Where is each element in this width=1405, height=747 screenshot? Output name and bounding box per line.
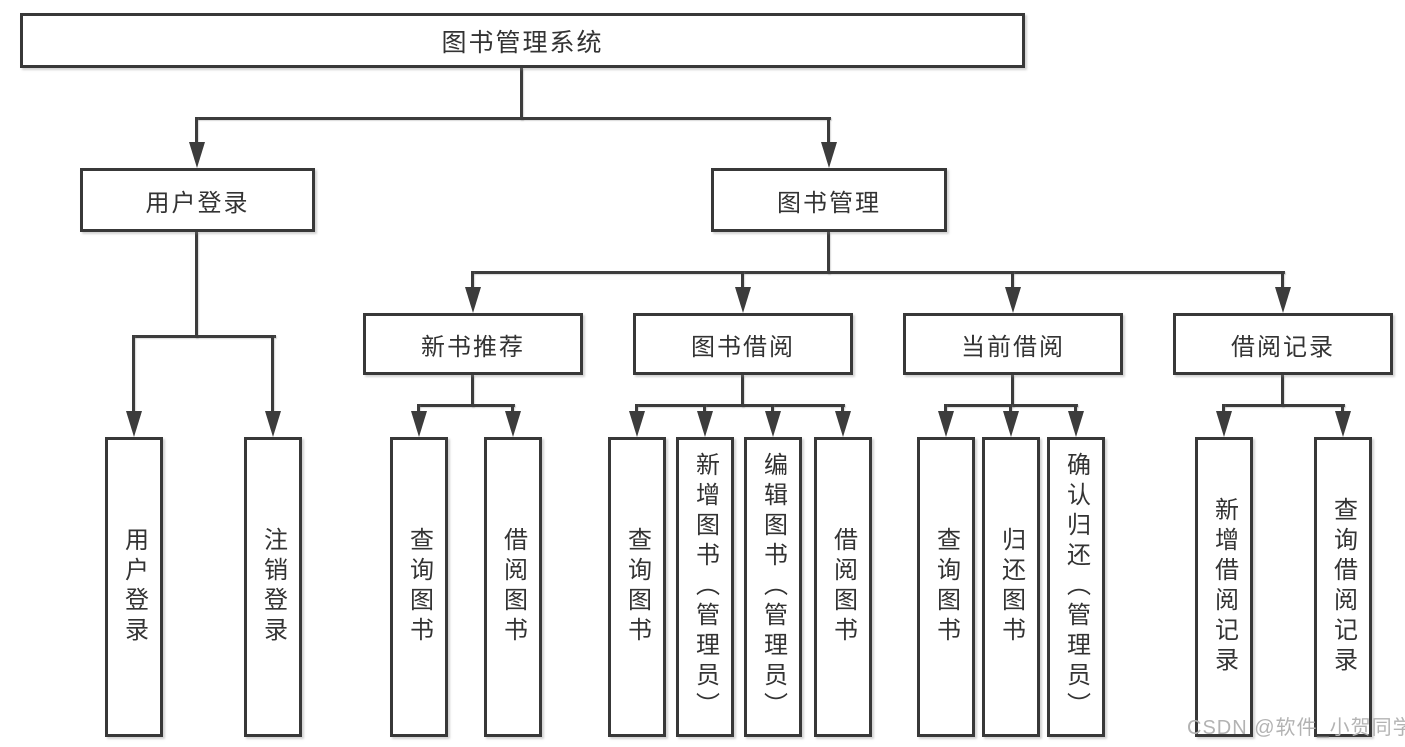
node-current-borrowing: 当前借阅: [903, 313, 1123, 375]
connector-line: [741, 271, 744, 291]
arrow-down-icon: [1005, 287, 1021, 313]
arrow-down-icon: [765, 411, 781, 437]
arrow-down-icon: [465, 287, 481, 313]
arrow-down-icon: [938, 411, 954, 437]
connector-line: [944, 404, 947, 414]
connector-line: [1281, 375, 1284, 407]
node-leaf-return-book: 归还图书: [982, 437, 1040, 737]
arrow-down-icon: [505, 411, 521, 437]
arrow-down-icon: [735, 287, 751, 313]
node-leaf-borrow-books: 借阅图书: [814, 437, 872, 737]
connector-line: [741, 375, 744, 407]
arrow-down-icon: [126, 411, 142, 437]
node-book-management: 图书管理: [711, 168, 947, 232]
node-leaf-current-query-books: 查询图书: [917, 437, 975, 737]
arrow-down-icon: [189, 142, 205, 168]
arrow-down-icon: [1216, 411, 1232, 437]
node-leaf-newrec-borrow-books: 借阅图书: [484, 437, 542, 737]
arrow-down-icon: [1068, 411, 1084, 437]
connector-line: [635, 404, 845, 407]
connector-line: [195, 232, 198, 338]
connector-line: [1011, 271, 1014, 291]
connector-line: [1341, 404, 1344, 414]
connector-line: [511, 404, 514, 414]
arrow-down-icon: [1003, 411, 1019, 437]
node-user-login: 用户登录: [80, 168, 315, 232]
connector-line: [471, 271, 474, 291]
csdn-watermark: CSDN @软件_小贺同学: [1187, 717, 1405, 739]
node-borrowing-records: 借阅记录: [1173, 313, 1393, 375]
arrow-down-icon: [1335, 411, 1351, 437]
connector-line: [417, 404, 420, 414]
connector-line: [1222, 404, 1225, 414]
arrow-down-icon: [265, 411, 281, 437]
connector-line: [827, 232, 830, 274]
node-library-management-system: 图书管理系统: [20, 13, 1025, 68]
connector-line: [703, 404, 706, 414]
node-leaf-confirm-return-admin: 确认归还（管理员）: [1047, 437, 1105, 737]
arrow-down-icon: [697, 411, 713, 437]
node-leaf-query-borrow-record: 查询借阅记录: [1314, 437, 1372, 737]
arrow-down-icon: [821, 142, 837, 168]
arrow-down-icon: [1275, 287, 1291, 313]
node-leaf-edit-book-admin: 编辑图书（管理员）: [744, 437, 802, 737]
connector-line: [841, 404, 844, 414]
connector-line: [1281, 271, 1284, 291]
node-leaf-newrec-query-books: 查询图书: [390, 437, 448, 737]
connector-line: [195, 117, 831, 120]
connector-line: [1222, 404, 1345, 407]
connector-line: [471, 375, 474, 407]
node-leaf-borrow-query-books: 查询图书: [608, 437, 666, 737]
connector-line: [195, 117, 198, 145]
node-leaf-add-book-admin: 新增图书（管理员）: [676, 437, 734, 737]
node-leaf-add-borrow-record: 新增借阅记录: [1195, 437, 1253, 737]
connector-line: [1011, 375, 1014, 407]
arrow-down-icon: [411, 411, 427, 437]
connector-line: [271, 335, 274, 413]
connector-line: [635, 404, 638, 414]
arrow-down-icon: [629, 411, 645, 437]
connector-line: [771, 404, 774, 414]
connector-line: [132, 335, 276, 338]
connector-line: [1074, 404, 1077, 414]
arrow-down-icon: [835, 411, 851, 437]
node-book-borrowing: 图书借阅: [633, 313, 853, 375]
connector-line: [417, 404, 515, 407]
node-new-book-recommend: 新书推荐: [363, 313, 583, 375]
connector-line: [132, 335, 135, 413]
node-leaf-user-login: 用户登录: [105, 437, 163, 737]
connector-line: [520, 68, 523, 120]
node-leaf-logout: 注销登录: [244, 437, 302, 737]
connector-line: [471, 271, 1285, 274]
connector-line: [1009, 404, 1012, 414]
connector-line: [827, 117, 830, 145]
